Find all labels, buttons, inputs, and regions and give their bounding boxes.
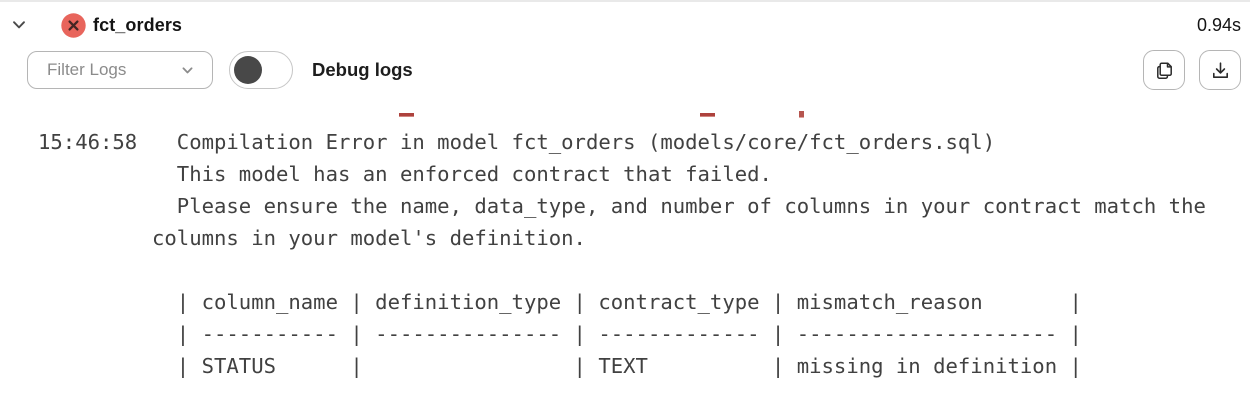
model-name: fct_orders xyxy=(93,14,183,35)
debug-logs-toggle[interactable] xyxy=(229,51,293,89)
toolbar-actions xyxy=(1143,50,1241,90)
log-timestamp: 15:46:58 xyxy=(38,130,138,154)
copy-icon xyxy=(1154,60,1175,81)
debug-logs-label: Debug logs xyxy=(312,59,413,80)
error-status-icon xyxy=(61,12,86,38)
clipped-red-log-fragment xyxy=(799,111,804,118)
chevron-down-icon xyxy=(180,63,195,78)
copy-logs-button[interactable] xyxy=(1143,50,1185,90)
filter-logs-dropdown[interactable]: Filter Logs xyxy=(27,51,213,89)
clipped-red-log-fragment xyxy=(399,113,414,117)
log-entry: 15:46:58 Compilation Error in model fct_… xyxy=(38,126,1250,382)
compilation-error-message: Compilation Error in model fct_orders (m… xyxy=(152,130,1206,378)
run-duration: 0.94s xyxy=(1196,14,1241,35)
download-icon xyxy=(1210,60,1231,81)
log-toolbar: Filter Logs Debug logs xyxy=(0,48,1250,92)
log-header: fct_orders 0.94s xyxy=(0,2,1250,48)
log-output-scroll-area[interactable]: 15:46:58 Compilation Error in model fct_… xyxy=(0,92,1250,404)
download-logs-button[interactable] xyxy=(1199,50,1241,90)
filter-logs-label: Filter Logs xyxy=(47,60,127,79)
chevron-down-icon xyxy=(10,16,28,34)
toggle-knob xyxy=(234,56,262,84)
clipped-red-log-fragment xyxy=(700,113,715,117)
collapse-chevron-button[interactable] xyxy=(9,15,29,35)
